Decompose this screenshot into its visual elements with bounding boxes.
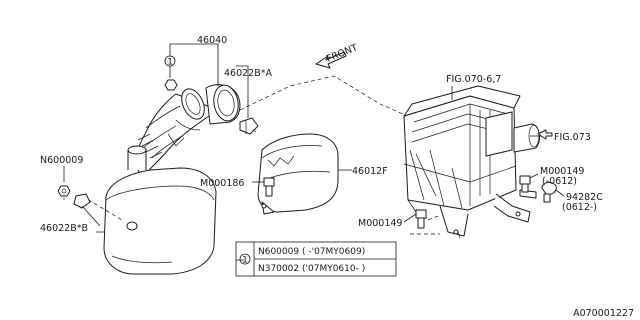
label-fig073[interactable]: FIG.073 [554,132,591,143]
label-m000149-right[interactable]: M000149 [540,166,584,177]
legend-row-1-part: N600009 [258,247,299,257]
nut-n600009-left[interactable] [57,185,71,197]
label-46022b-b[interactable]: 46022B*B [40,223,88,234]
fig073-arrow [537,129,553,140]
label-m000149-lower[interactable]: M000149 [358,218,402,229]
grommet-94282c[interactable] [541,181,557,203]
air-cleaner-case[interactable] [403,85,540,239]
clip-46022b-b[interactable] [73,193,91,209]
front-label: FRONT [325,42,359,64]
nut-n600009-upper[interactable] [164,79,178,91]
label-46012f[interactable]: 46012F [352,166,388,177]
label-46022b-a[interactable]: 46022B*A [224,68,272,79]
legend-marker: 1 [242,256,248,266]
bolt-m000186[interactable] [263,177,275,197]
legend-row-1-range: ( -'07MY0609) [302,247,365,257]
label-m000149-right-note: (-0612) [542,176,577,187]
heat-shield-cover[interactable] [257,133,339,215]
circle-marker-1: 1 [164,55,176,68]
label-m000186[interactable]: M000186 [200,178,244,189]
label-fig070[interactable]: FIG.070-6,7 [446,74,501,85]
legend-row-2-range: ('07MY0610- ) [302,264,365,274]
bolt-m000149-right[interactable] [519,175,531,193]
front-direction-arrow: FRONT [315,42,359,69]
legend-row-2-part: N370002 [258,264,299,274]
bolt-m000149-lower[interactable] [415,209,427,229]
resonator-tank[interactable] [96,145,217,275]
clip-46022b-a[interactable] [239,117,259,135]
air-intake-duct[interactable] [133,83,241,179]
svg-text:1: 1 [167,58,173,68]
label-94282c-note: (0612-) [562,202,597,213]
label-n600009[interactable]: N600009 [40,155,83,166]
label-46040[interactable]: 46040 [197,35,227,46]
diagram-id: A070001227 [573,308,634,319]
legend-table: 1 N600009 ( -'07MY0609) N370002 ('07MY06… [235,241,397,277]
label-94282c[interactable]: 94282C [566,192,603,203]
leader-lines [63,43,565,261]
